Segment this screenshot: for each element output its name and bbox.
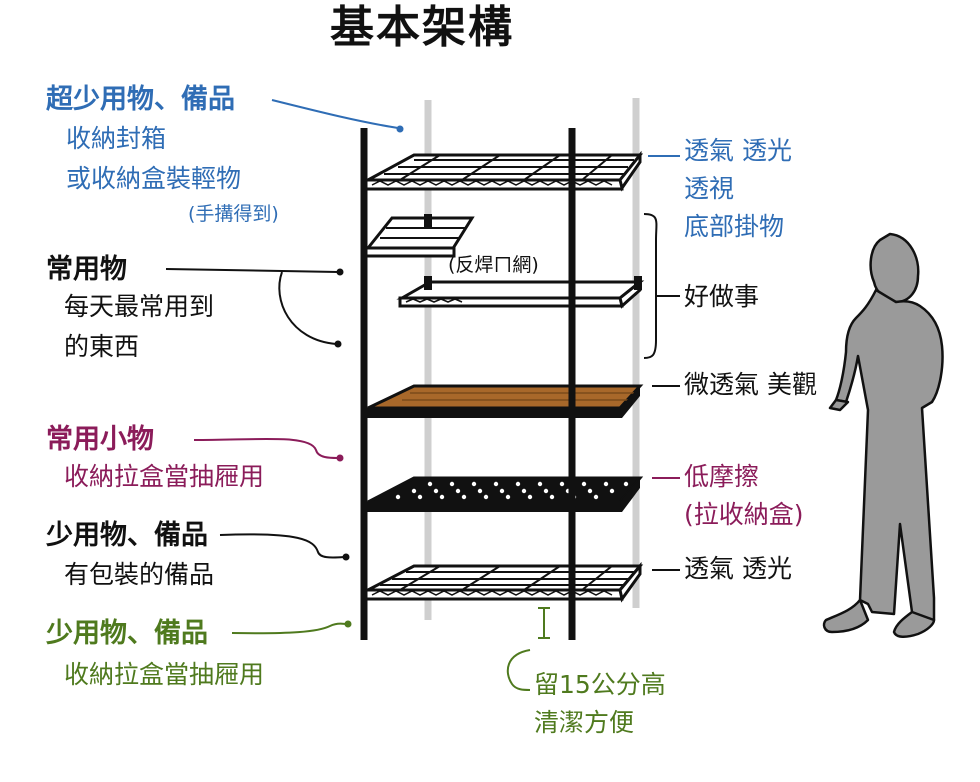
floor-clearance-marker: [506, 607, 550, 691]
label-rare-line1: 有包裝的備品: [64, 560, 215, 589]
label-right-top-line2: 透視: [684, 174, 735, 203]
label-small-heading: 常用小物: [46, 424, 154, 455]
label-right-mesh-line2: (拉收納盒): [684, 500, 804, 529]
left-leaders: [165, 99, 404, 635]
person-silhouette: [822, 232, 944, 638]
shelf-bottom-wire: [364, 561, 644, 603]
label-rare2-line1: 收納拉盒當抽屜用: [64, 660, 265, 689]
page-title: 基本架構: [330, 2, 514, 53]
label-small-line1: 收納拉盒當抽屜用: [64, 462, 265, 491]
label-common-line2: 的東西: [64, 332, 140, 361]
label-right-top-line3: 底部掛物: [684, 212, 785, 241]
label-common-heading: 常用物: [46, 254, 127, 285]
label-top-line2: 或收納盒裝輕物: [66, 164, 242, 193]
label-top-line1: 收納封箱: [66, 124, 167, 153]
shelf-perforated: [366, 476, 644, 512]
label-rare-heading: 少用物、備品: [46, 520, 208, 551]
right-leaders: [643, 155, 680, 571]
label-right-top-line1: 透氣 透光: [684, 136, 792, 165]
shelf-top-wire: [364, 150, 644, 192]
label-rare2-heading: 少用物、備品: [46, 618, 208, 649]
label-weld-note: (反焊ㄇ網): [448, 254, 539, 276]
label-right-wood: 微透氣 美觀: [684, 370, 817, 399]
label-floor-line2: 清潔方便: [534, 708, 635, 737]
shelf-small-basket: [364, 214, 475, 258]
shelf-hanging-wire: [396, 276, 645, 309]
label-common-line1: 每天最常用到: [64, 292, 215, 321]
label-right-hang: 好做事: [684, 282, 760, 311]
shelf-wood: [366, 384, 644, 418]
label-floor-line1: 留15公分高: [534, 670, 666, 699]
label-right-mesh-line1: 低摩擦: [684, 462, 760, 491]
label-top-note: (手搆得到): [188, 203, 279, 225]
label-right-bottom: 透氣 透光: [684, 554, 792, 583]
label-top-heading: 超少用物、備品: [46, 84, 235, 115]
